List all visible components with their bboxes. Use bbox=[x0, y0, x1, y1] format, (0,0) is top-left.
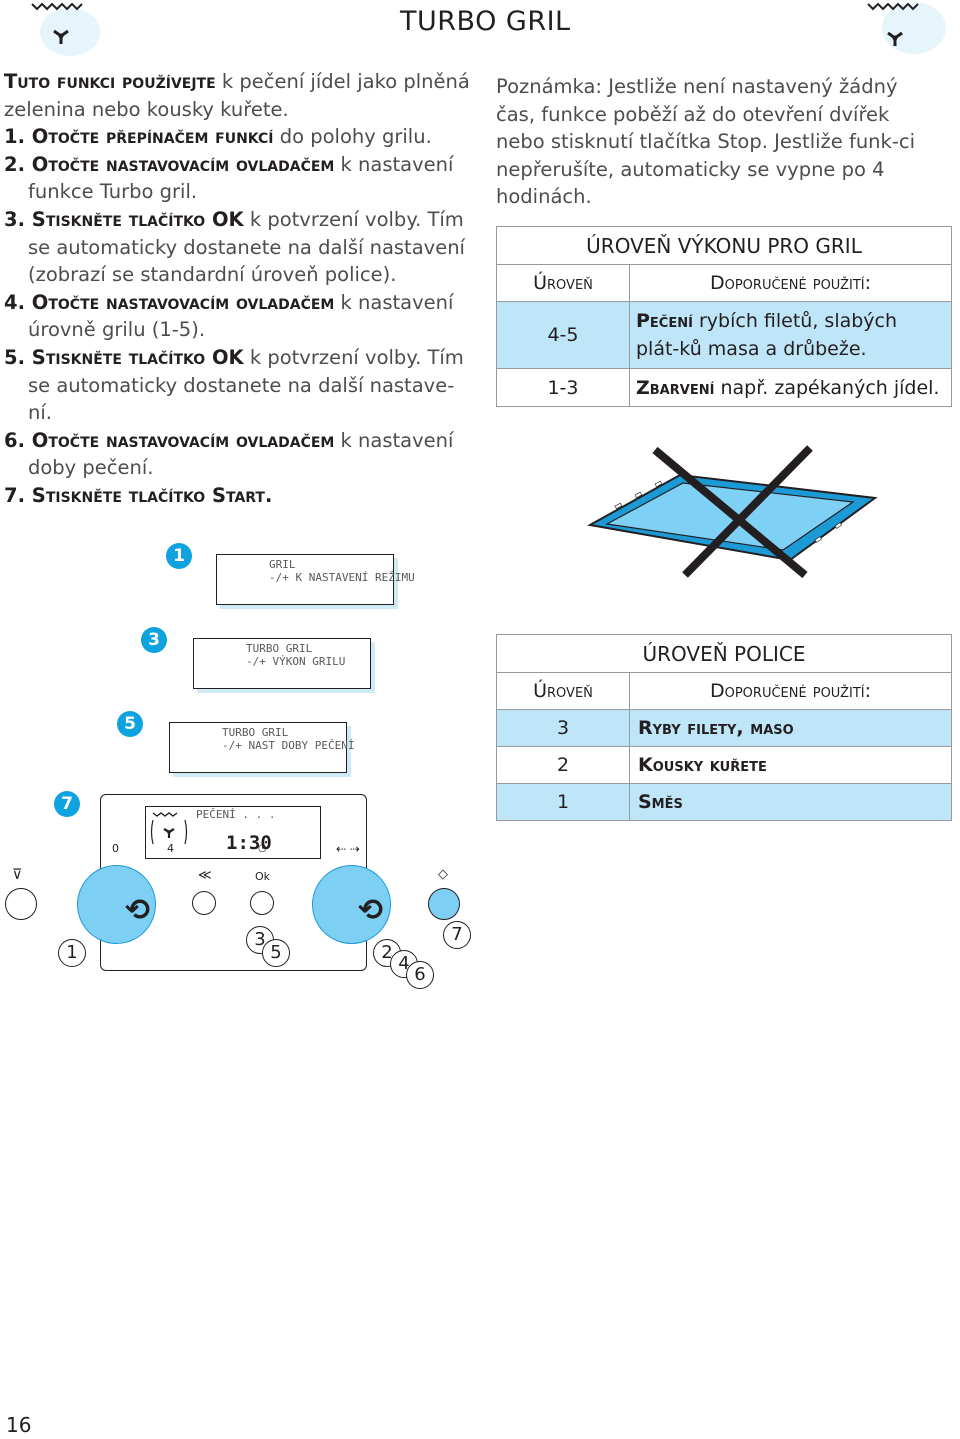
function-knob[interactable] bbox=[77, 865, 156, 944]
display-line-2: -/+ VÝKON GRILU bbox=[246, 655, 346, 668]
step-6: 6. Otočte nastavovacím ovladačem k nasta… bbox=[4, 428, 454, 480]
step-7: 7. Stiskněte tlačítko Start. bbox=[4, 483, 273, 507]
panel-level-marker: 4 bbox=[167, 842, 174, 855]
back-button[interactable] bbox=[192, 891, 216, 915]
intro-paragraph: Tuto funkci používejte k pečení jídel ja… bbox=[4, 70, 470, 121]
step-3: 3. Stiskněte tlačítko OK k potvrzení vol… bbox=[4, 207, 465, 287]
step-2: 2. Otočte nastavovacím ovladačem k nasta… bbox=[4, 152, 454, 204]
stop-button[interactable] bbox=[5, 888, 37, 920]
step-number-badge: 7 bbox=[54, 791, 80, 817]
display-screen: TURBO GRIL -/+ VÝKON GRILU bbox=[193, 638, 371, 689]
adjust-knob[interactable] bbox=[312, 865, 391, 944]
panel-display-text: PEČENÍ . . . bbox=[196, 808, 276, 821]
callout-7: 7 bbox=[443, 921, 471, 949]
column-header-use: Doporučené použití: bbox=[629, 264, 952, 302]
column-header-level: Úroveň bbox=[496, 672, 630, 710]
display-line-2: -/+ K NASTAVENÍ REŽIMU bbox=[269, 571, 415, 584]
table-row: 1 Směs bbox=[496, 783, 952, 821]
table-title: ÚROVEŇ POLICE bbox=[496, 634, 952, 673]
table-row: 4-5 Pečení rybích filetů, slabých plát-k… bbox=[496, 301, 952, 369]
back-icon: ≪ bbox=[198, 868, 212, 883]
stop-icon: ⊽ bbox=[12, 867, 23, 883]
display-screen: GRIL -/+ K NASTAVENÍ REŽIMU bbox=[216, 554, 415, 605]
column-header-use: Doporučené použití: bbox=[629, 672, 952, 710]
panel-left-marker: 0 bbox=[112, 842, 119, 855]
page-number: 16 bbox=[6, 1413, 32, 1437]
grill-symbol-icon bbox=[31, 2, 100, 56]
table-row: 3 Ryby filety, maso bbox=[496, 709, 952, 747]
step-number-badge: 3 bbox=[141, 627, 167, 653]
display-line-1: GRIL bbox=[269, 558, 296, 571]
step-4: 4. Otočte nastavovacím ovladačem k nasta… bbox=[4, 290, 454, 342]
grill-symbol-icon-right bbox=[867, 2, 946, 54]
step-number-badge: 5 bbox=[117, 711, 143, 737]
page-title: TURBO GRIL bbox=[400, 6, 571, 37]
timer-icon: ◷ bbox=[258, 843, 267, 854]
start-button[interactable] bbox=[428, 888, 460, 920]
table-title: ÚROVEŇ VÝKONU PRO GRIL bbox=[496, 226, 952, 265]
rotate-arrows-icon: ⟲ bbox=[358, 893, 384, 928]
turbo-grill-icon bbox=[150, 812, 188, 845]
callout-6: 6 bbox=[406, 961, 434, 989]
ok-button[interactable] bbox=[250, 891, 274, 915]
arrows-icon: ⇠ ⇢ bbox=[336, 842, 360, 856]
step-5: 5. Stiskněte tlačítko OK k potvrzení vol… bbox=[4, 345, 464, 425]
display-screen: TURBO GRIL -/+ NAST DOBY PEČENÍ bbox=[169, 722, 355, 773]
start-icon: ◇ bbox=[438, 867, 448, 882]
note-paragraph: Poznámka: Jestliže není nastavený žádný … bbox=[496, 75, 916, 209]
table-row: 1-3 Zbarvení např. zapékaných jídel. bbox=[496, 368, 952, 407]
step-1: 1. Otočte přepínačem funkcí do polohy gr… bbox=[4, 125, 432, 149]
baking-tray-crossed-illustration bbox=[587, 445, 878, 579]
display-line-1: TURBO GRIL bbox=[222, 726, 289, 739]
column-header-level: Úroveň bbox=[496, 264, 630, 302]
grill-power-table: ÚROVEŇ VÝKONU PRO GRIL Úroveň Doporučené… bbox=[496, 226, 952, 407]
shelf-level-table: ÚROVEŇ POLICE Úroveň Doporučené použití:… bbox=[496, 634, 952, 821]
rotate-arrows-icon: ⟲ bbox=[125, 893, 151, 928]
table-row: 2 Kousky kuřete bbox=[496, 746, 952, 784]
panel-time: 1:30 bbox=[226, 832, 272, 854]
display-line-1: TURBO GRIL bbox=[246, 642, 313, 655]
step-number-badge: 1 bbox=[166, 543, 192, 569]
instructions: Tuto funkci používejte k pečení jídel ja… bbox=[4, 68, 474, 510]
callout-5: 5 bbox=[262, 939, 290, 967]
callout-1: 1 bbox=[58, 939, 86, 967]
ok-label: Ok bbox=[255, 870, 271, 883]
display-line-2: -/+ NAST DOBY PEČENÍ bbox=[222, 739, 355, 752]
